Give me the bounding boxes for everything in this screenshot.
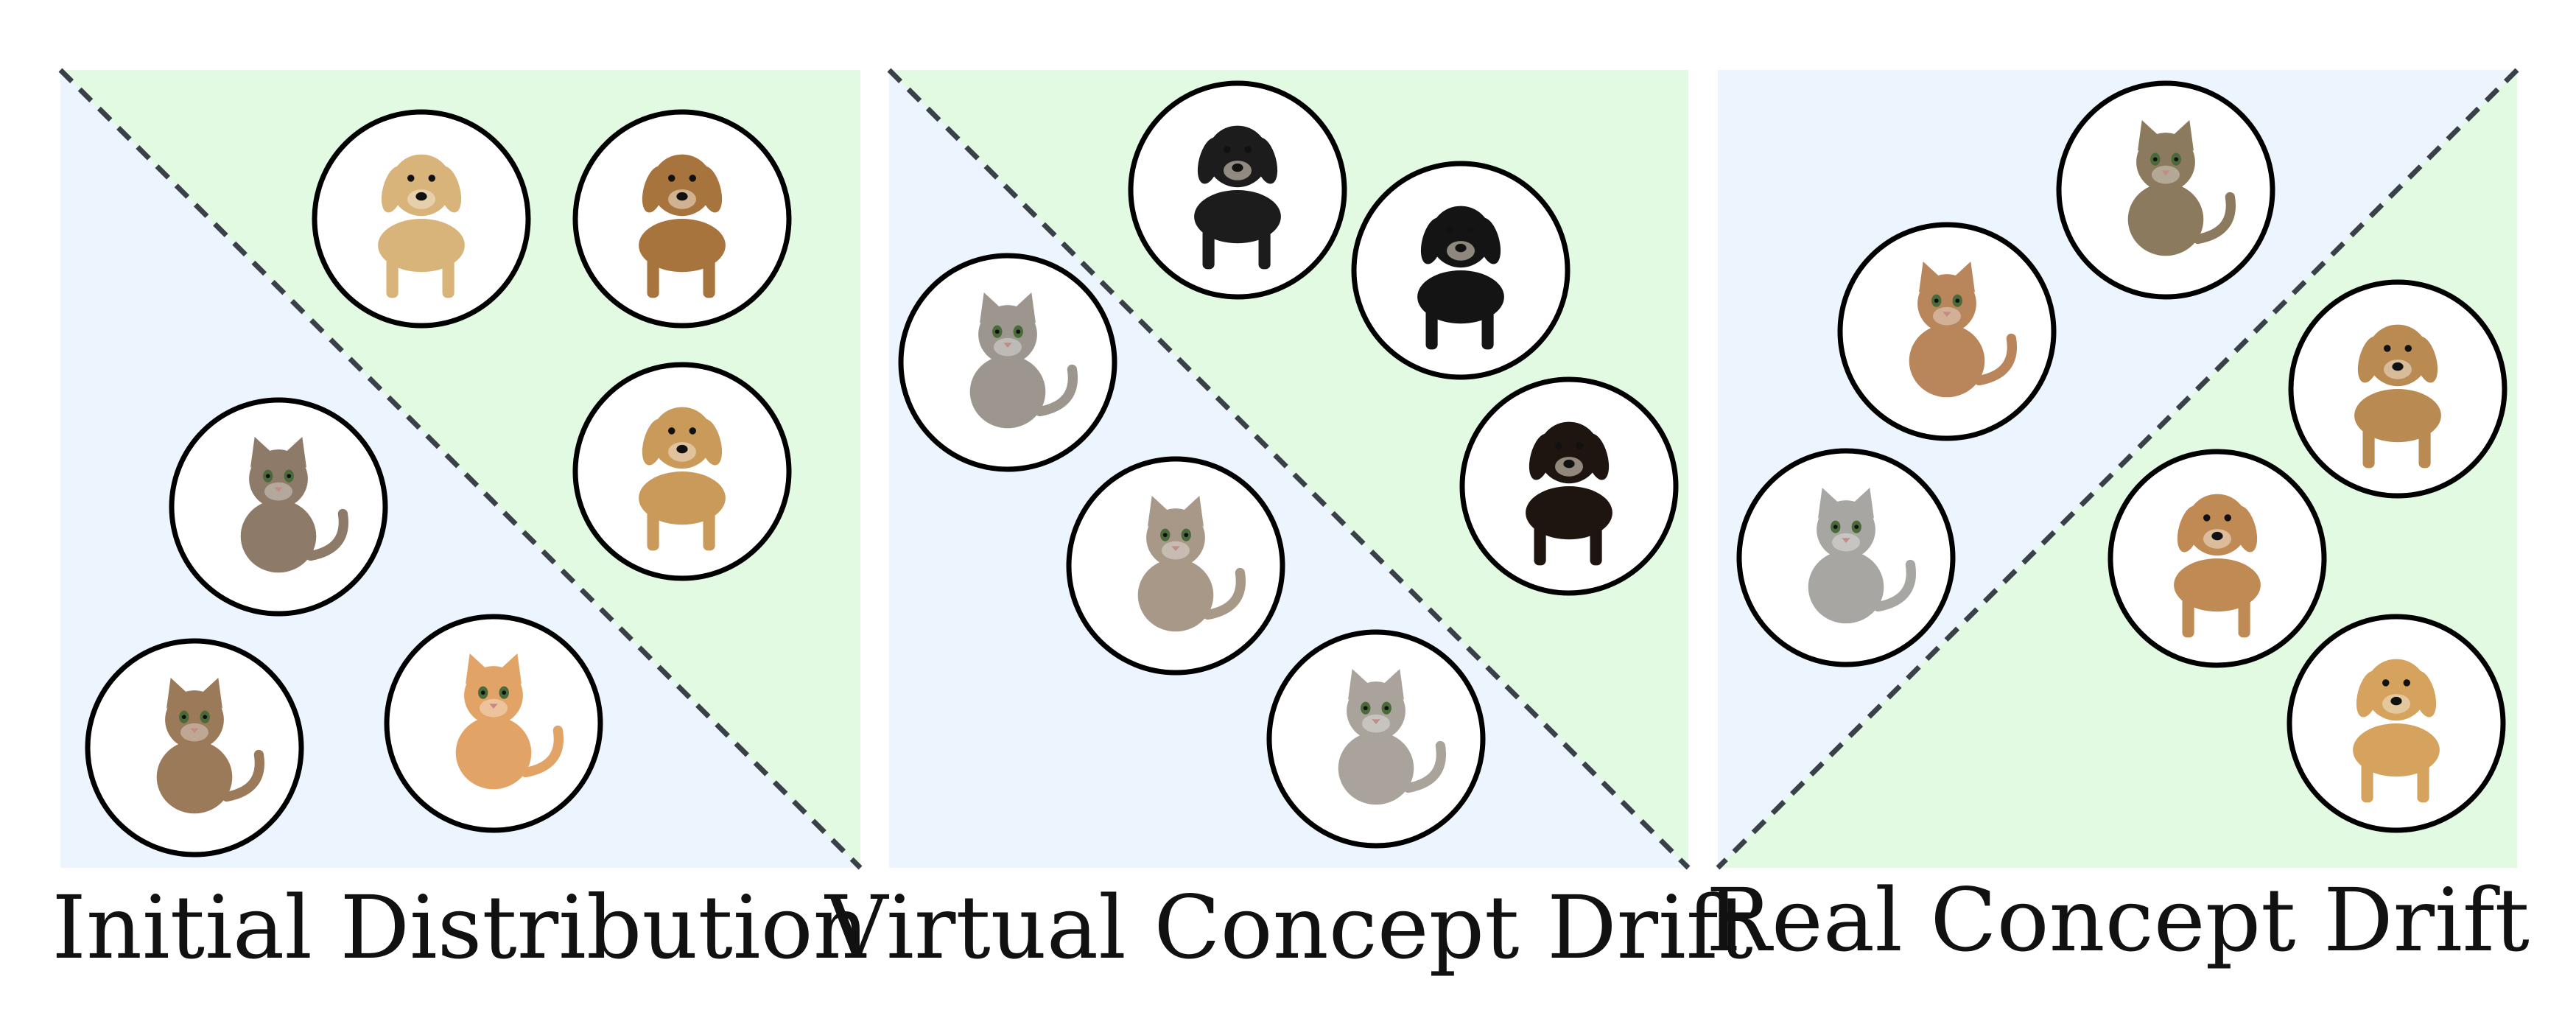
decision-boundary	[887, 68, 1691, 870]
panel-initial-distribution: Initial Distribution	[52, 68, 869, 978]
panel-virtual-concept-drift: Virtual Concept Drift	[824, 68, 1753, 978]
jack-russell-icon	[2108, 449, 2327, 668]
persian-cat-icon	[1066, 456, 1285, 676]
german-shepherd-icon	[572, 109, 792, 329]
decision-boundary	[1716, 68, 2519, 870]
grey-longhair-cat-icon	[1736, 448, 1956, 667]
tabby-kitten-icon	[169, 397, 388, 617]
orange-kitten-icon	[384, 614, 603, 833]
golden-puppy-icon	[2287, 614, 2506, 833]
lying-cat-icon	[1266, 629, 1486, 849]
rottweiler-icon	[1459, 376, 1679, 596]
black-labrador-icon	[1351, 161, 1570, 380]
panel-caption: Real Concept Drift	[1706, 869, 2530, 971]
fluffy-kitten-icon	[85, 638, 304, 858]
beagle-puppy-icon	[2288, 279, 2507, 499]
mastiff-icon	[572, 362, 792, 581]
grey-cat-icon	[898, 253, 1117, 472]
decision-boundary	[58, 68, 863, 870]
panel-real-concept-drift: Real Concept Drift	[1706, 68, 2530, 971]
golden-retriever-icon	[312, 109, 531, 329]
caracal-icon	[1837, 222, 2057, 441]
maine-coon-icon	[2056, 80, 2275, 300]
panel-caption: Virtual Concept Drift	[824, 877, 1753, 978]
panel-caption: Initial Distribution	[52, 877, 868, 978]
black-tan-dog-icon	[1128, 80, 1347, 300]
